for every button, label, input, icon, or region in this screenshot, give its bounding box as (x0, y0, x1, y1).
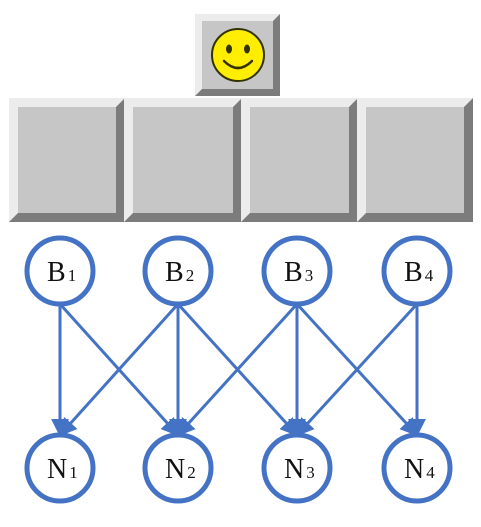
node-letter: N (47, 454, 67, 485)
tile-2[interactable] (124, 98, 242, 222)
edge-b3-n2 (176, 302, 299, 437)
edge-b2-n1 (58, 302, 180, 437)
node-subscript: 2 (186, 266, 195, 285)
node-letter: B (284, 257, 303, 288)
node-circle (261, 235, 333, 307)
node-letter: N (165, 454, 185, 485)
node-subscript: 1 (68, 266, 77, 285)
node-letter: B (47, 257, 66, 288)
tile-4[interactable] (357, 98, 473, 222)
node-circle (381, 432, 453, 504)
edge-b4-n3 (295, 302, 419, 437)
node-circle (261, 432, 333, 504)
smiley-face-icon (211, 28, 265, 82)
node-subscript: 4 (425, 266, 434, 285)
tile-1[interactable] (9, 98, 125, 222)
smiley-face-button[interactable] (195, 14, 280, 96)
node-circle (24, 432, 96, 504)
node-circle (24, 235, 96, 307)
node-circle (142, 235, 214, 307)
node-letter: N (404, 454, 424, 485)
node-letter: B (165, 257, 184, 288)
node-circle (142, 432, 214, 504)
node-subscript: 3 (306, 463, 315, 482)
node-subscript: 1 (69, 463, 78, 482)
tile-3[interactable] (241, 98, 358, 222)
node-letter: B (404, 257, 423, 288)
node-subscript: 4 (426, 463, 435, 482)
node-letter: N (284, 454, 304, 485)
node-subscript: 3 (305, 266, 314, 285)
node-circle (381, 235, 453, 307)
node-subscript: 2 (187, 463, 196, 482)
